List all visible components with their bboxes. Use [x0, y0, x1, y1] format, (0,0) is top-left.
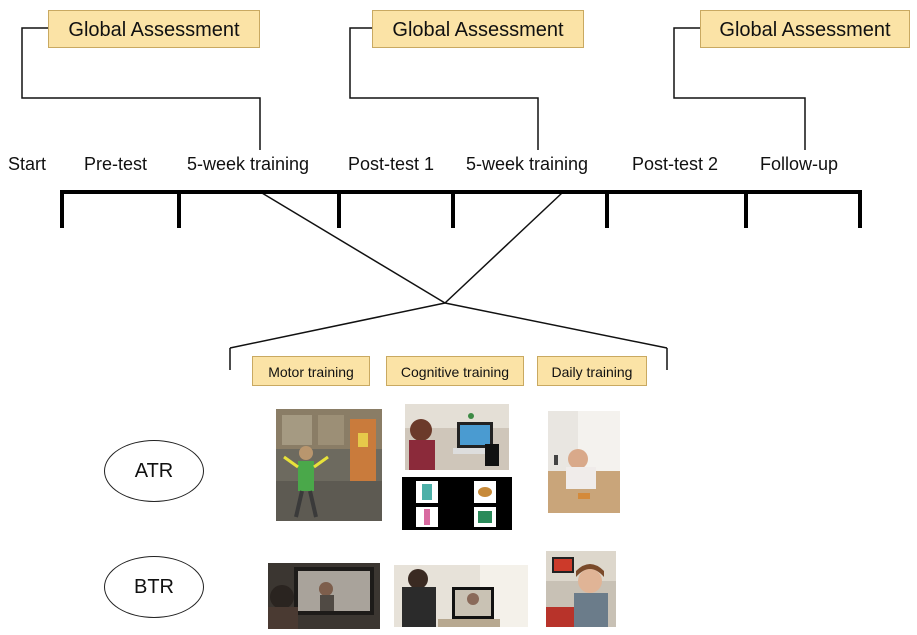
training-box-daily: Daily training: [537, 356, 647, 386]
assessment-box-3: Global Assessment: [700, 10, 910, 48]
training-link-1: [261, 192, 446, 304]
phase-training-2: 5-week training: [466, 154, 589, 174]
phase-start: Start: [8, 154, 47, 174]
assessment-connector-2: [349, 27, 539, 150]
photo-atr-daily: [548, 411, 620, 513]
group-atr: ATR: [104, 440, 204, 502]
photo-atr-motor: [276, 409, 382, 521]
phase-pre-test: Pre-test: [84, 154, 148, 174]
photo-btr-daily: [546, 551, 616, 627]
split-right: [444, 302, 668, 349]
split-left: [229, 302, 446, 349]
training-box-motor: Motor training: [252, 356, 370, 386]
training-box-cognitive: Cognitive training: [386, 356, 524, 386]
photo-atr-cognitive-cards: [402, 477, 512, 530]
photo-btr-cognitive: [394, 565, 528, 627]
training-link-2: [444, 192, 563, 304]
assessment-box-1: Global Assessment: [48, 10, 260, 48]
phase-post-test-1: Post-test 1: [348, 154, 435, 174]
phase-follow-up: Follow-up: [760, 154, 839, 174]
photo-atr-cognitive-tablet: [405, 404, 509, 470]
phase-training-1: 5-week training: [187, 154, 310, 174]
photo-btr-motor: [268, 563, 380, 629]
assessment-connector-1: [21, 27, 261, 150]
assessment-box-2: Global Assessment: [372, 10, 584, 48]
assessment-connector-3: [673, 27, 806, 150]
phase-post-test-2: Post-test 2: [632, 154, 719, 174]
group-btr: BTR: [104, 556, 204, 618]
